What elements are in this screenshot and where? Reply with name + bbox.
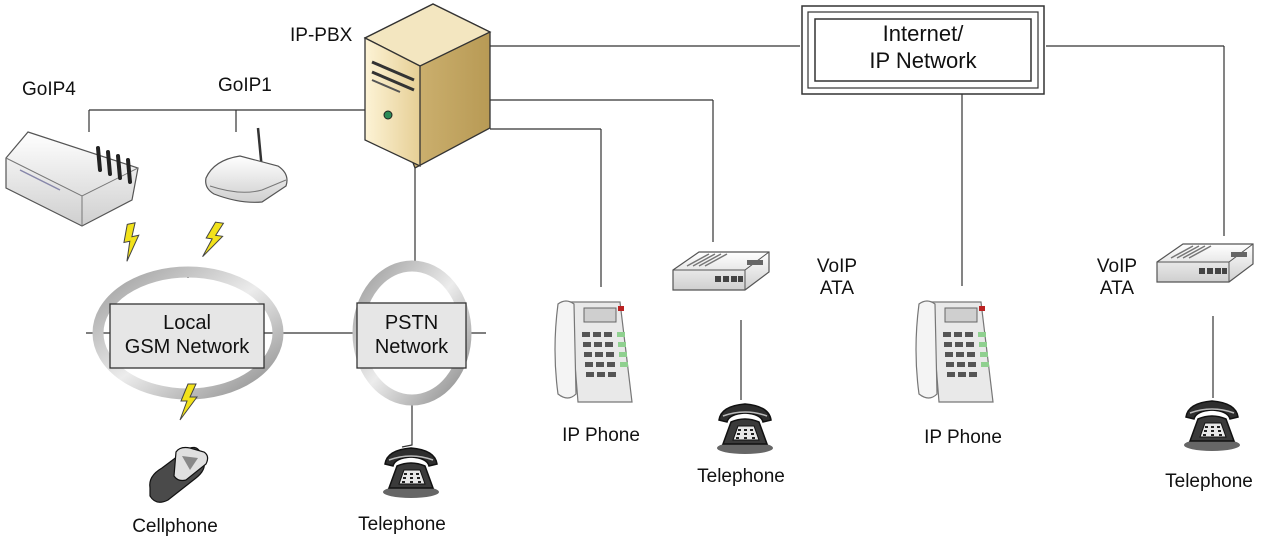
ippbx-label: IP-PBX xyxy=(290,25,353,46)
telephone-icon xyxy=(1183,400,1241,452)
server-icon xyxy=(363,3,492,169)
router-icon xyxy=(205,127,288,203)
ata-1-label-line2: ATA xyxy=(819,278,855,299)
pstn-network-label-line2: Network xyxy=(374,336,449,358)
internet-box xyxy=(801,5,1045,95)
internet-label-line1: Internet/ xyxy=(882,21,964,46)
ata-1-label-line1: VoIP xyxy=(816,256,858,277)
ip-phone-icon xyxy=(915,300,994,403)
wireless-bolt-icon xyxy=(202,220,225,260)
connection-lines xyxy=(86,45,1225,448)
telephone-icon xyxy=(716,403,774,455)
telephone-pstn-label: Telephone xyxy=(358,514,446,535)
ata-2-label: VoIP ATA xyxy=(1077,256,1157,300)
ata-2-label-line2: ATA xyxy=(1099,278,1135,299)
ata-icon xyxy=(1156,243,1254,283)
ipphone-1-label: IP Phone xyxy=(562,425,640,446)
ata-icon xyxy=(672,251,770,291)
gsm-network-label-line2: GSM Network xyxy=(124,336,250,358)
telephone-ata1-label: Telephone xyxy=(697,466,785,487)
ata-2-label-line1: VoIP xyxy=(1096,256,1138,277)
ip-phone-icon xyxy=(554,300,633,403)
telephone-icon xyxy=(382,447,440,499)
telephone-ata2-label: Telephone xyxy=(1165,471,1253,492)
gateway-icon xyxy=(5,131,139,227)
goip4-label: GoIP4 xyxy=(22,79,76,100)
gsm-network-label: Local GSM Network xyxy=(110,311,264,359)
internet-label: Internet/ IP Network xyxy=(815,20,1031,74)
cellphone-icon xyxy=(149,446,209,503)
pstn-network-label-line1: PSTN xyxy=(384,312,439,334)
ata-1-label: VoIP ATA xyxy=(797,256,877,300)
pstn-network-label: PSTN Network xyxy=(357,311,466,359)
goip1-label: GoIP1 xyxy=(218,75,272,96)
internet-label-line2: IP Network xyxy=(869,48,977,73)
gsm-network-label-line1: Local xyxy=(163,312,211,334)
pstn-network-ring xyxy=(352,260,472,406)
cellphone-label: Cellphone xyxy=(132,516,218,537)
ipphone-2-label: IP Phone xyxy=(924,427,1002,448)
wireless-bolt-icon xyxy=(118,222,145,262)
link-pstn-telephone xyxy=(401,405,413,448)
